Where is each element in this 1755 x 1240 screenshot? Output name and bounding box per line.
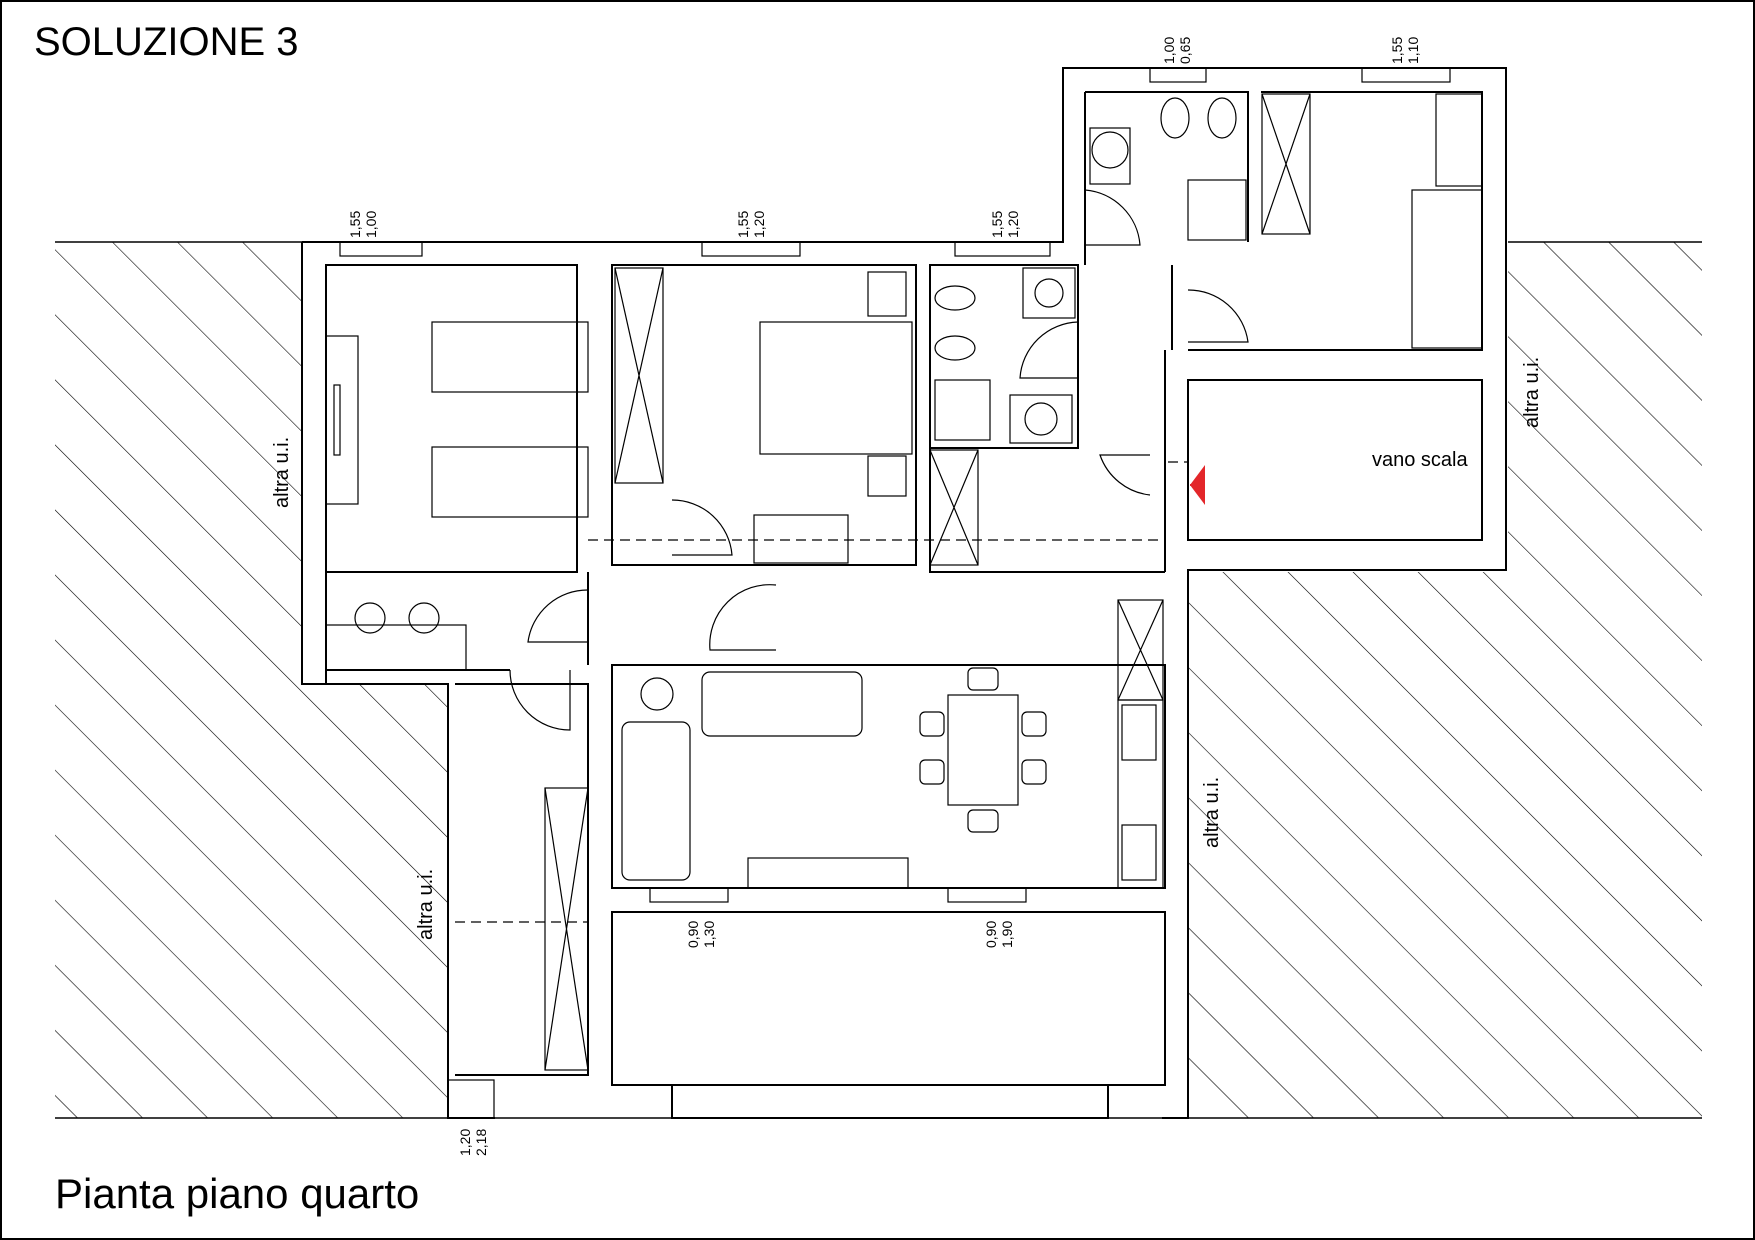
dim-bottom: 1,55 [735,211,751,238]
furniture [325,93,1483,889]
dim-top: 1,10 [1405,37,1421,64]
label-vano-scala: vano scala [1372,449,1468,471]
dim-bottom: 1,55 [989,211,1005,238]
plan-subtitle: Pianta piano quarto [55,1170,420,1217]
dim-bottom: 2,18 [473,1129,489,1156]
neighbour-hatching [55,241,1702,1119]
label-altra-right-mid: altra u.i. [1201,777,1223,848]
label-altra-left: altra u.i. [271,437,293,508]
dashed-lines [455,461,1188,923]
dim-bottom: 1,90 [999,921,1015,948]
plan-title: SOLUZIONE 3 [34,20,299,64]
dim-bottom: 1,55 [1389,37,1405,64]
window-dimensions: 1,00 1,55 1,20 1,55 1,20 1,55 0,65 1,00 … [347,37,1421,1156]
dim-bottom: 1,30 [701,921,717,948]
dim-top: 0,90 [983,921,999,948]
windows [339,67,1451,1119]
label-altra-right-top: altra u.i. [1521,357,1543,428]
dim-top: 0,90 [685,921,701,948]
dim-bottom: 1,55 [347,211,363,238]
label-altra-left-low: altra u.i. [415,869,437,940]
dim-top: 0,65 [1177,37,1193,64]
dim-bottom: 1,00 [1161,37,1177,64]
dim-top: 1,20 [751,211,767,238]
dim-top: 1,20 [1005,211,1021,238]
dim-top: 1,20 [457,1129,473,1156]
dim-top: 1,00 [363,211,379,238]
doors [509,189,1249,731]
